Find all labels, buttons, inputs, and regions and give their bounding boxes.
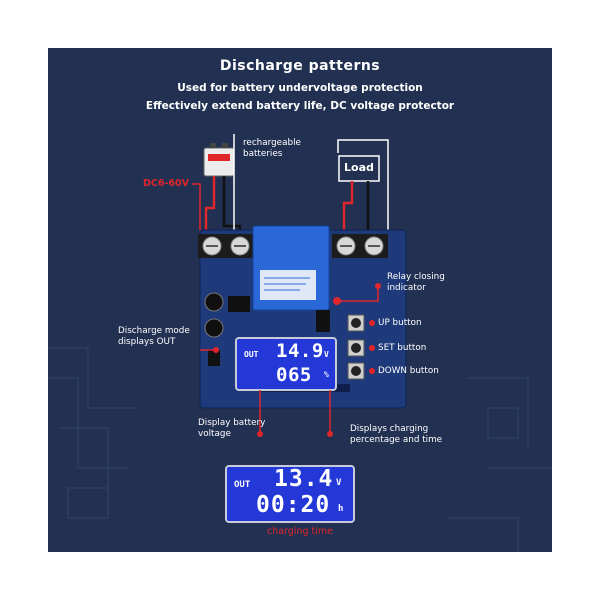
pcb-buttons: [347, 314, 365, 380]
display-voltage-line-2: voltage: [198, 429, 231, 439]
display-charging-line-2: percentage and time: [350, 435, 443, 445]
screw-terminals: [198, 234, 388, 258]
relay: [252, 225, 330, 311]
discharge-mode-label: Discharge mode displays OUT: [118, 326, 190, 348]
board-lcd-screen: [235, 337, 337, 391]
display-voltage-label: Display battery voltage: [198, 418, 265, 440]
battery-label-line-1: rechargeable: [243, 138, 301, 148]
voltage-range-label: DC6-60V: [143, 178, 189, 189]
board-lcd-voltage-unit: V: [324, 350, 329, 359]
relay-indicator-label: Relay closing indicator: [387, 272, 445, 294]
board-lcd-out: OUT: [244, 350, 259, 359]
diagram-graphics: [48, 134, 552, 552]
diagram-panel: Discharge patterns Used for battery unde…: [48, 48, 552, 552]
down-button-label: DOWN button: [378, 366, 439, 376]
discharge-label-line-2: displays OUT: [118, 337, 176, 347]
subtitle-line-2: Effectively extend battery life, DC volt…: [145, 100, 455, 112]
relay-label-line-2: indicator: [387, 283, 426, 293]
display-charging-label: Displays charging percentage and time: [350, 424, 442, 446]
bottom-lcd-caption: charging time: [266, 526, 333, 537]
board-lcd-percent-unit: %: [324, 370, 329, 379]
up-button-label: UP button: [378, 318, 422, 328]
page-title: Discharge patterns: [219, 58, 381, 74]
red-wires: [204, 176, 354, 246]
load-box: [338, 155, 380, 182]
bottom-lcd-voltage-unit: V: [336, 478, 342, 488]
set-button-label: SET button: [378, 343, 427, 353]
battery-icon: [203, 143, 235, 177]
board-lcd-percent: 065: [276, 364, 312, 386]
display-voltage-line-1: Display battery: [198, 418, 266, 428]
bottom-lcd-out: OUT: [234, 480, 251, 490]
discharge-label-line-1: Discharge mode: [118, 326, 190, 336]
subtitle-line-1: Used for battery undervoltage protection: [177, 82, 423, 94]
bottom-lcd-time: 00:20: [256, 492, 331, 518]
white-wires: [233, 134, 389, 246]
battery-label-line-2: batteries: [243, 149, 283, 159]
bottom-lcd-screen: [225, 465, 355, 523]
background-circuit-pattern: [48, 347, 552, 552]
annotation-dots: [213, 283, 381, 437]
display-charging-line-1: Displays charging: [350, 424, 429, 434]
relay-label-line-1: Relay closing: [387, 272, 445, 282]
battery-label: rechargeable batteries: [243, 138, 301, 160]
board-lcd-voltage: 14.9: [276, 340, 324, 362]
bottom-lcd-time-unit: h: [338, 504, 344, 514]
load-label: Load: [344, 161, 374, 174]
bottom-lcd-voltage: 13.4: [274, 466, 334, 492]
